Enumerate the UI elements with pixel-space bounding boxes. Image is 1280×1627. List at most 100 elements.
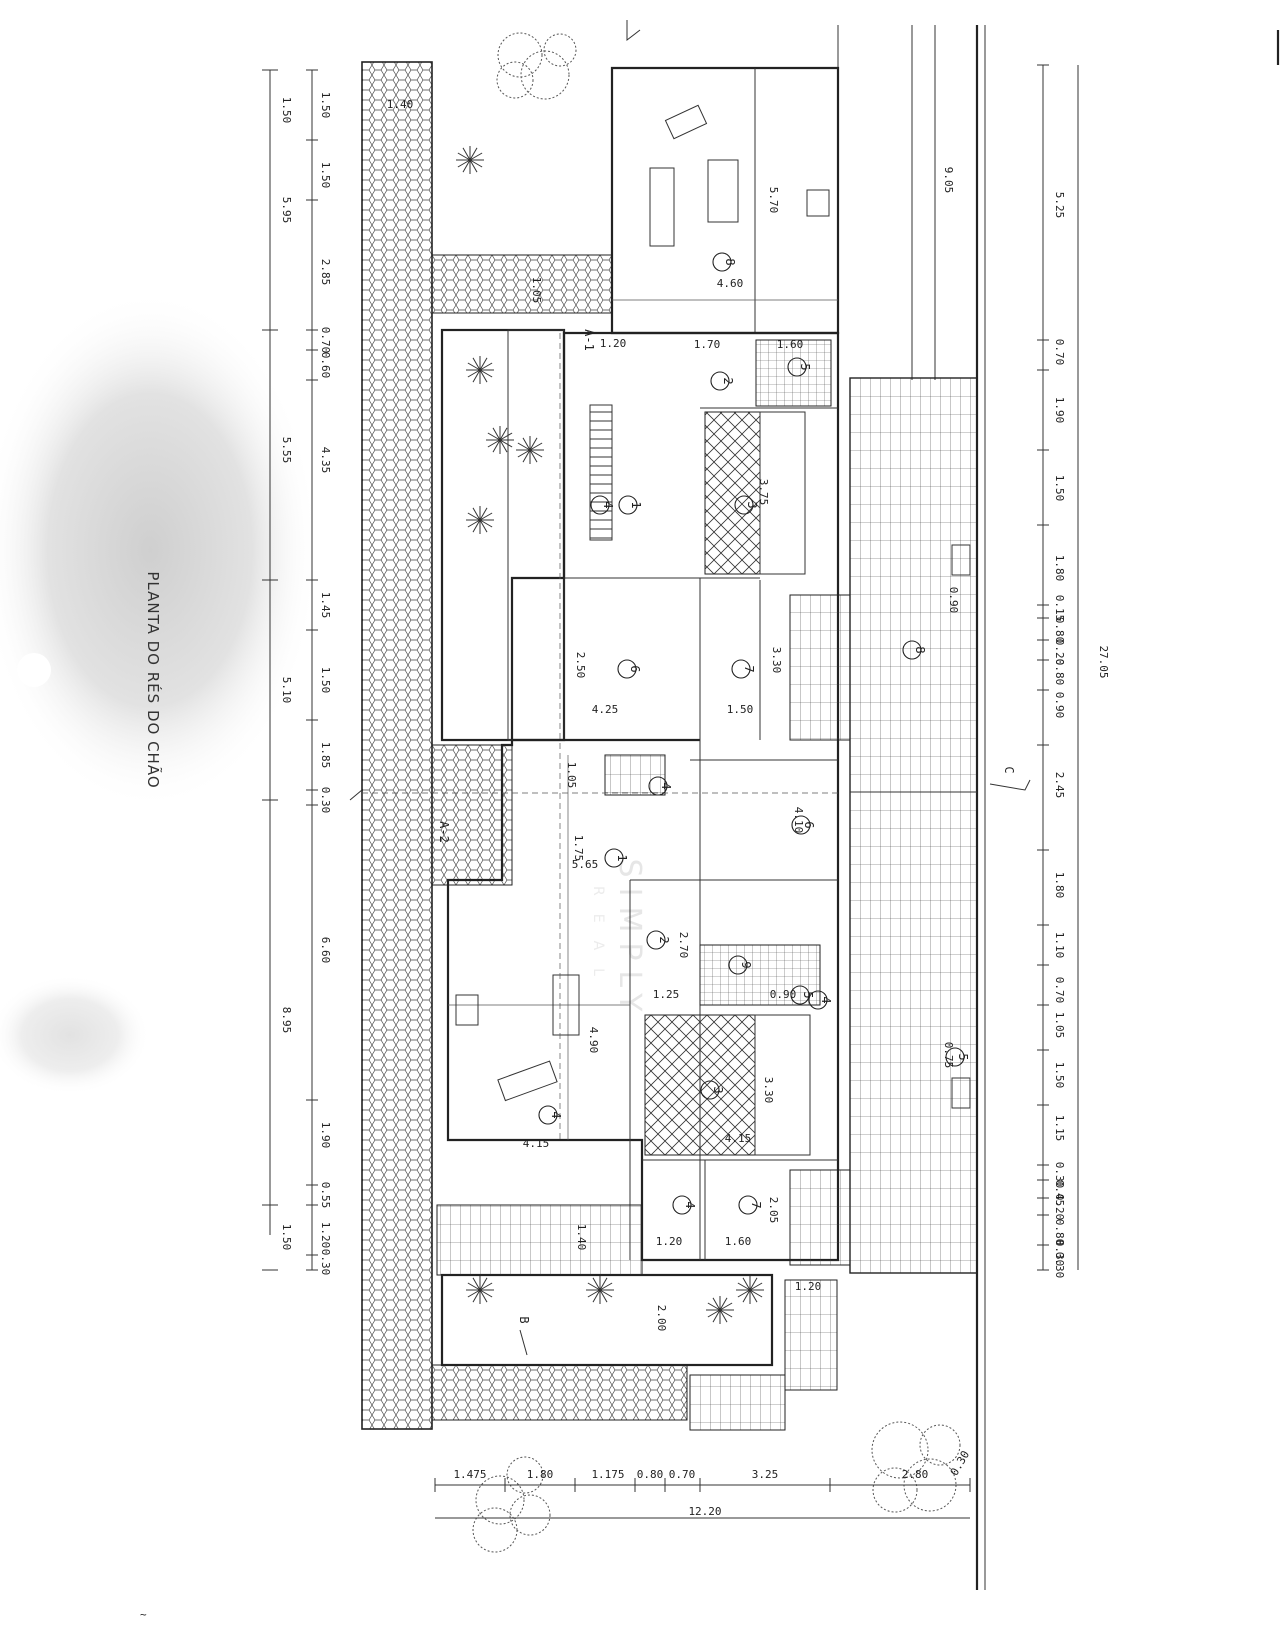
room-number: 7 [742,665,756,672]
right-dim: 0.70 [1053,339,1066,366]
entry-paving [431,744,513,886]
room-number-circle [734,495,754,515]
garden-planter [440,328,566,742]
room-number-circle [672,1195,692,1215]
left-inner-dim: 1.85 [319,742,332,769]
room-dim-bath-w: 0.90 [770,988,797,1001]
room-dim-room6-w: 4.25 [592,703,619,716]
entry-steps-bottom [689,1374,786,1431]
outer-right-dimension: 9.05 [942,167,955,194]
bottom-dim: 1.175 [591,1468,624,1481]
sofa [649,167,675,247]
room-number-circle [618,495,638,515]
left-inner-dim: 6.60 [319,937,332,964]
left-inner-dimensions: 1.501.502.850.700.604.351.451.501.850.30… [306,69,332,1275]
left-inner-dim: 0.60 [319,352,332,379]
room-number: 6 [628,665,642,672]
section-marker: A-2 [437,821,451,843]
room-number: 4 [819,996,833,1003]
room-number: 9 [739,961,753,968]
bottom-dim: 0.70 [669,1468,696,1481]
kitchen-2-floor [644,1014,756,1156]
front-garden [440,1273,774,1367]
left-inner-dim: 1.45 [319,592,332,619]
scan-smudge [0,290,320,810]
left-inner-dim: 4.35 [319,447,332,474]
right-dim: 5.25 [1053,192,1066,219]
plant [486,426,514,454]
section-markers: A-1A-2BC [437,329,1016,1323]
plant [736,1276,764,1304]
right-dim: 0.80 [1053,1219,1066,1246]
page-mark: ~ [140,1608,147,1621]
right-dim: 0.45 [1053,1180,1066,1207]
room-number-circle [738,1195,758,1215]
right-dim: 0.20 [1053,639,1066,666]
armchair [664,104,708,140]
right-dimensions: 5.250.701.901.501.800.150.800.200.800.90… [1037,64,1066,1278]
room-dim-room7-w: 1.50 [727,703,754,716]
right-dim: 0.15 [1053,595,1066,622]
room-number: 5 [801,991,815,998]
room-dim-d160-top: 1.60 [777,338,804,351]
left-inner-dim: 1.50 [319,92,332,119]
tree-bottom-right [871,1421,961,1513]
section-marker: A-1 [582,329,596,351]
bottom-dim: 0.80 [637,1468,664,1481]
watermark-line2: REAL [590,886,606,994]
right-dim: 1.05 [1053,1012,1066,1039]
room-dim-living-w: 4.15 [523,1137,550,1150]
section-cut-lines [349,20,1031,1356]
kitchen-2-counter [754,1014,811,1156]
plant [466,506,494,534]
room-number-circle [791,815,811,835]
room-dim-room7-h: 3.30 [770,647,783,674]
room-dim-room2-h: 2.70 [677,932,690,959]
left-outer-dimensions: 1.505.955.555.108.951.50 [262,69,293,1271]
entry-steps-right [784,1279,838,1391]
room-number-circle [728,955,748,975]
stairs-2 [604,754,666,796]
left-inner-dim: 1.50 [319,667,332,694]
right-dim: 0.20 [1053,1194,1066,1221]
left-inner-dim: 0.30 [319,787,332,814]
living-armchair [497,1060,558,1102]
room-dim-d170: 1.70 [694,338,721,351]
room-number-circle [787,357,807,377]
kitchen-1-floor [704,411,761,575]
room-dim-hall-len: 5.65 [572,858,599,871]
room-number-circle [710,371,730,391]
room-number-circle [731,659,751,679]
garden-plants [456,146,764,1324]
terrace-chair-1 [951,544,971,576]
plan-title: PLANTA DO RÉS DO CHÃO [144,571,163,788]
room-dim-front-w: 1.20 [795,1280,822,1293]
room-dim-room6b: 4.10 [792,807,805,834]
room-number-circle [648,776,668,796]
bottom-dim: 3.25 [752,1468,779,1481]
room-8-wing [610,66,840,335]
dimension-lines [269,65,1079,1519]
room-number: 8 [913,646,927,653]
room-number-circle [808,990,828,1010]
room-dim-top-strip: 1.40 [387,98,414,111]
left-outer-dim: 5.10 [280,677,293,704]
room-number: 6 [802,821,816,828]
room-dim-room2-w: 1.25 [653,988,680,1001]
room-number-circle [538,1105,558,1125]
room-dim-room4b-h: 2.05 [767,1197,780,1224]
right-dim: 1.50 [1053,1062,1066,1089]
bathroom-2-tiles [699,944,821,1006]
room-number: 1 [615,854,629,861]
living-sofa [552,974,580,1036]
right-dim: 2.45 [1053,772,1066,799]
room-dim-terrace-w: 0.90 [947,587,960,614]
left-inner-dim: 0.70 [319,327,332,354]
bathroom-1-tiles [755,339,832,407]
left-outer-dim: 5.55 [280,437,293,464]
room-number-circle [617,659,637,679]
room-number: 8 [723,258,737,265]
watermark: SIMPLY REAL [590,859,647,1022]
